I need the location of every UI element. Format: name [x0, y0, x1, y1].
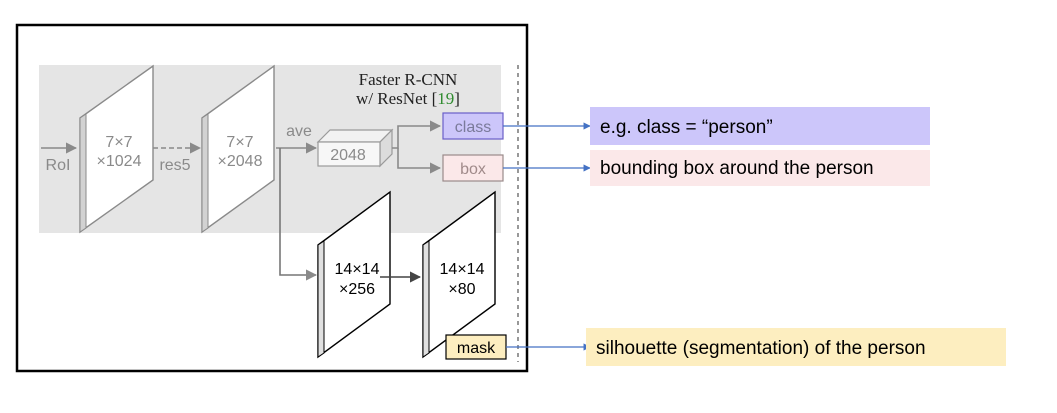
vector-2048-box: 2048 — [316, 128, 394, 168]
block-2-dim-1: 7×7 — [226, 134, 253, 151]
mask-branch-arrow — [279, 148, 318, 281]
vector-2048-label: 2048 — [330, 147, 366, 164]
ave-label: ave — [286, 123, 312, 140]
box-output-text: bounding box around the person — [600, 158, 874, 179]
mask-block-1-dim-1: 14×14 — [335, 261, 380, 278]
class-output-box — [590, 107, 930, 145]
res5-label: res5 — [159, 157, 190, 174]
citation-ref: 19 — [437, 89, 454, 108]
roi-label: RoI — [46, 157, 71, 174]
feature-block-7x7x2048: 7×7 ×2048 — [201, 64, 275, 234]
mask-block-1-dim-2: ×256 — [339, 281, 375, 298]
header-line-1: Faster R-CNN — [359, 70, 458, 89]
block-1-dim-2: ×1024 — [97, 153, 142, 170]
box-head-box — [442, 154, 504, 182]
mask-head-label: mask — [457, 340, 496, 357]
class-head-box — [442, 112, 504, 140]
box-output-box — [590, 150, 930, 186]
box-branch-arrow — [397, 148, 442, 174]
class-output-text: e.g. class = “person” — [600, 117, 773, 138]
box-head-label: box — [460, 161, 486, 178]
feature-block-7x7x1024: 7×7 ×1024 — [79, 64, 154, 234]
mask-output-text: silhouette (segmentation) of the person — [596, 338, 926, 359]
mask-output-box — [586, 328, 1006, 366]
header-line-2: w/ ResNet [19] — [356, 89, 460, 108]
class-branch-arrow — [392, 120, 442, 149]
class-head-label: class — [455, 119, 491, 136]
mask-head-box — [445, 334, 507, 360]
mask-block-2-dim-1: 14×14 — [440, 261, 485, 278]
mask-block-2-dim-2: ×80 — [448, 281, 475, 298]
block-1-dim-1: 7×7 — [105, 134, 132, 151]
mask-block-14x14x256: 14×14 ×256 — [317, 190, 391, 359]
mask-block-14x14x80: 14×14 ×80 — [422, 190, 496, 359]
block-2-dim-2: ×2048 — [218, 153, 263, 170]
